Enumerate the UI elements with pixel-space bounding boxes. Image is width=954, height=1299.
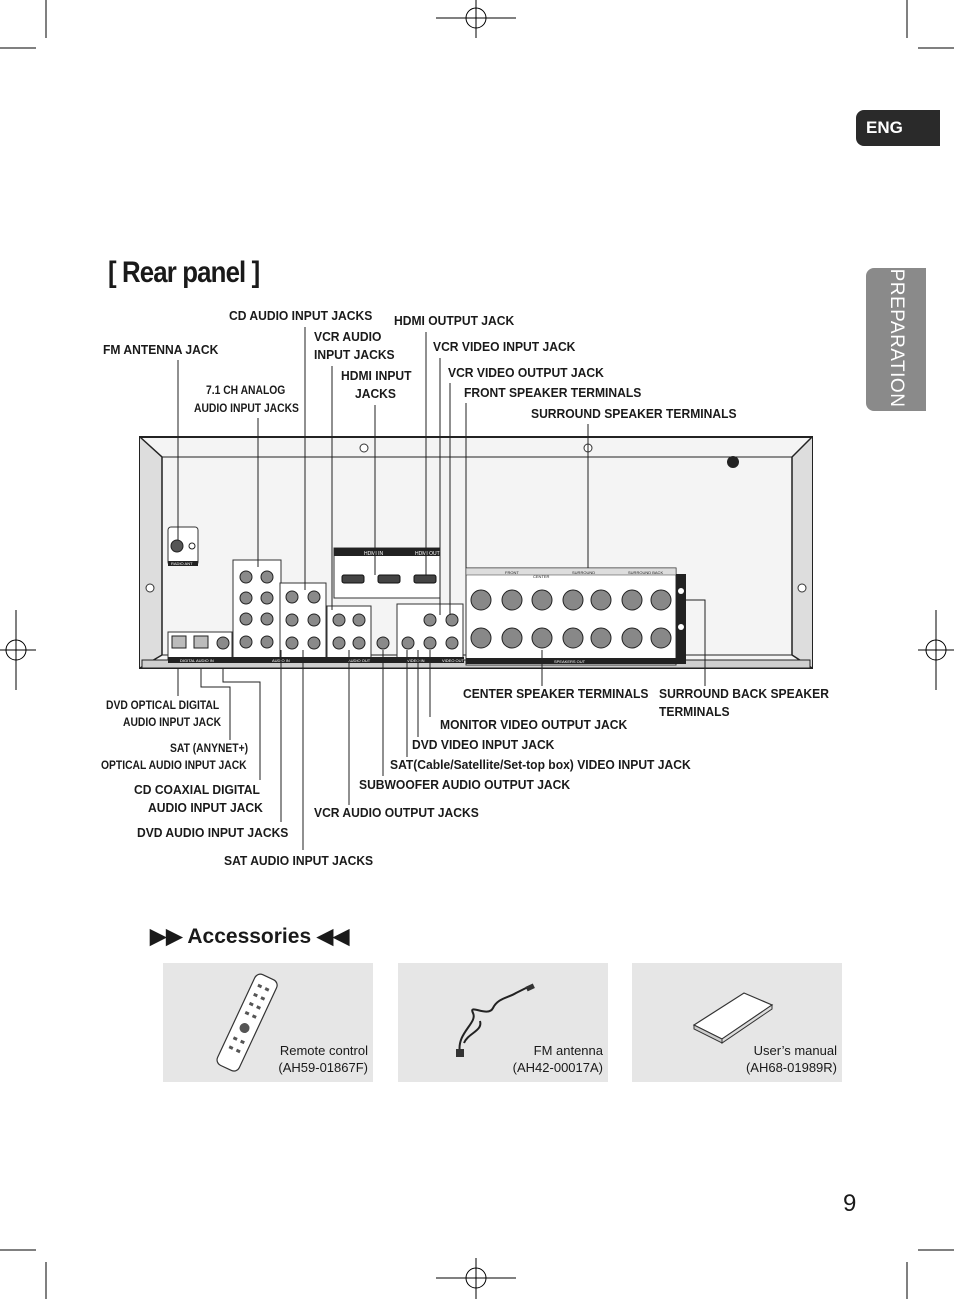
label-dvd-optical-2: AUDIO INPUT JACK [123,715,222,729]
label-cd-coaxial-1: CD COAXIAL DIGITAL [134,782,260,797]
video-out-label: VIDEO OUT [442,658,465,663]
accessory-code: (AH42-00017A) [512,1060,603,1075]
accessory-manual: User’s manual (AH68-01989R) [632,963,842,1082]
video-in-label: VIDEO IN [407,658,425,663]
label-dvd-audio-input: DVD AUDIO INPUT JACKS [137,825,289,840]
audio-out-label: AUDIO OUT [348,658,371,663]
language-tab: ENG [856,110,940,146]
label-sat-optical-2: OPTICAL AUDIO INPUT JACK [101,758,247,772]
accessory-caption: User’s manual (AH68-01989R) [746,1042,837,1076]
label-analog-1: 7.1 CH ANALOG [206,383,286,397]
label-vcr-audio-input-1: VCR AUDIO [314,329,382,344]
surround-label: SURROUND [572,570,595,575]
label-vcr-audio-input-2: INPUT JACKS [314,347,395,362]
label-monitor-video-output: MONITOR VIDEO OUTPUT JACK [440,717,628,732]
section-tab: PREPARATION [866,268,926,411]
label-dvd-video-input: DVD VIDEO INPUT JACK [412,737,555,752]
label-vcr-video-output: VCR VIDEO OUTPUT JACK [448,365,604,380]
surround-back-label: SURROUND BACK [628,570,663,575]
accessory-caption: Remote control (AH59-01867F) [278,1042,368,1076]
accessory-fm-antenna: FM antenna (AH42-00017A) [398,963,608,1082]
accessory-remote: Remote control (AH59-01867F) [163,963,373,1082]
label-hdmi-input-2: JACKS [355,386,396,401]
label-vcr-audio-output: VCR AUDIO OUTPUT JACKS [314,805,479,820]
double-arrow-right-icon: ▶▶ [150,925,183,948]
accessory-name: FM antenna [533,1043,603,1058]
label-sat-audio-input: SAT AUDIO INPUT JACKS [224,853,374,868]
page-title: [ Rear panel ] [108,256,260,289]
speakers-out-label: SPEAKERS OUT [554,659,586,664]
accessory-caption: FM antenna (AH42-00017A) [513,1042,603,1076]
page-number: 9 [843,1190,857,1217]
label-hdmi-input-1: HDMI INPUT [341,368,412,383]
label-sat-optical-1: SAT (ANYNET+) [170,741,249,755]
label-surround-back-1: SURROUND BACK SPEAKER [659,686,829,701]
front-label: FRONT [505,570,519,575]
hdmi-in-label: HDMI IN [364,551,384,557]
remote-control-icon [216,973,278,1072]
label-surround-back-2: TERMINALS [659,704,730,719]
rear-panel-illustration: RADIO ANT DIGITAL AUDIO IN AUDIO IN AUDI… [139,436,813,669]
accessory-code: (AH68-01989R) [745,1060,837,1075]
label-subwoofer-output: SUBWOOFER AUDIO OUTPUT JACK [359,777,571,792]
accessories-heading: ▶▶ Accessories ◀◀ [150,924,349,949]
label-analog-2: AUDIO INPUT JACKS [194,401,299,415]
digital-audio-in-label: DIGITAL AUDIO IN [180,658,214,663]
label-center-speaker: CENTER SPEAKER TERMINALS [463,686,649,701]
label-hdmi-output: HDMI OUTPUT JACK [394,313,515,328]
label-surround-speaker: SURROUND SPEAKER TERMINALS [531,406,737,421]
radio-ant-label: RADIO ANT [171,561,193,566]
label-dvd-optical-1: DVD OPTICAL DIGITAL [106,698,220,712]
accessories-title: Accessories [187,925,312,948]
label-vcr-video-input: VCR VIDEO INPUT JACK [433,339,576,354]
hdmi-out-label: HDMI OUT [415,551,440,557]
accessory-code: (AH59-01867F) [278,1060,368,1075]
label-fm-antenna: FM ANTENNA JACK [103,342,219,357]
label-sat-video-input: SAT(Cable/Satellite/Set-top box) VIDEO I… [390,757,691,772]
label-front-speaker: FRONT SPEAKER TERMINALS [464,385,642,400]
fm-antenna-icon [456,983,535,1057]
label-cd-audio-input: CD AUDIO INPUT JACKS [229,308,373,323]
manual-icon [692,992,774,1044]
accessory-name: Remote control [279,1043,368,1058]
center-label: CENTER [533,574,550,579]
label-cd-coaxial-2: AUDIO INPUT JACK [148,800,263,815]
double-arrow-left-icon: ◀◀ [316,925,350,948]
accessory-name: User’s manual [753,1043,837,1058]
